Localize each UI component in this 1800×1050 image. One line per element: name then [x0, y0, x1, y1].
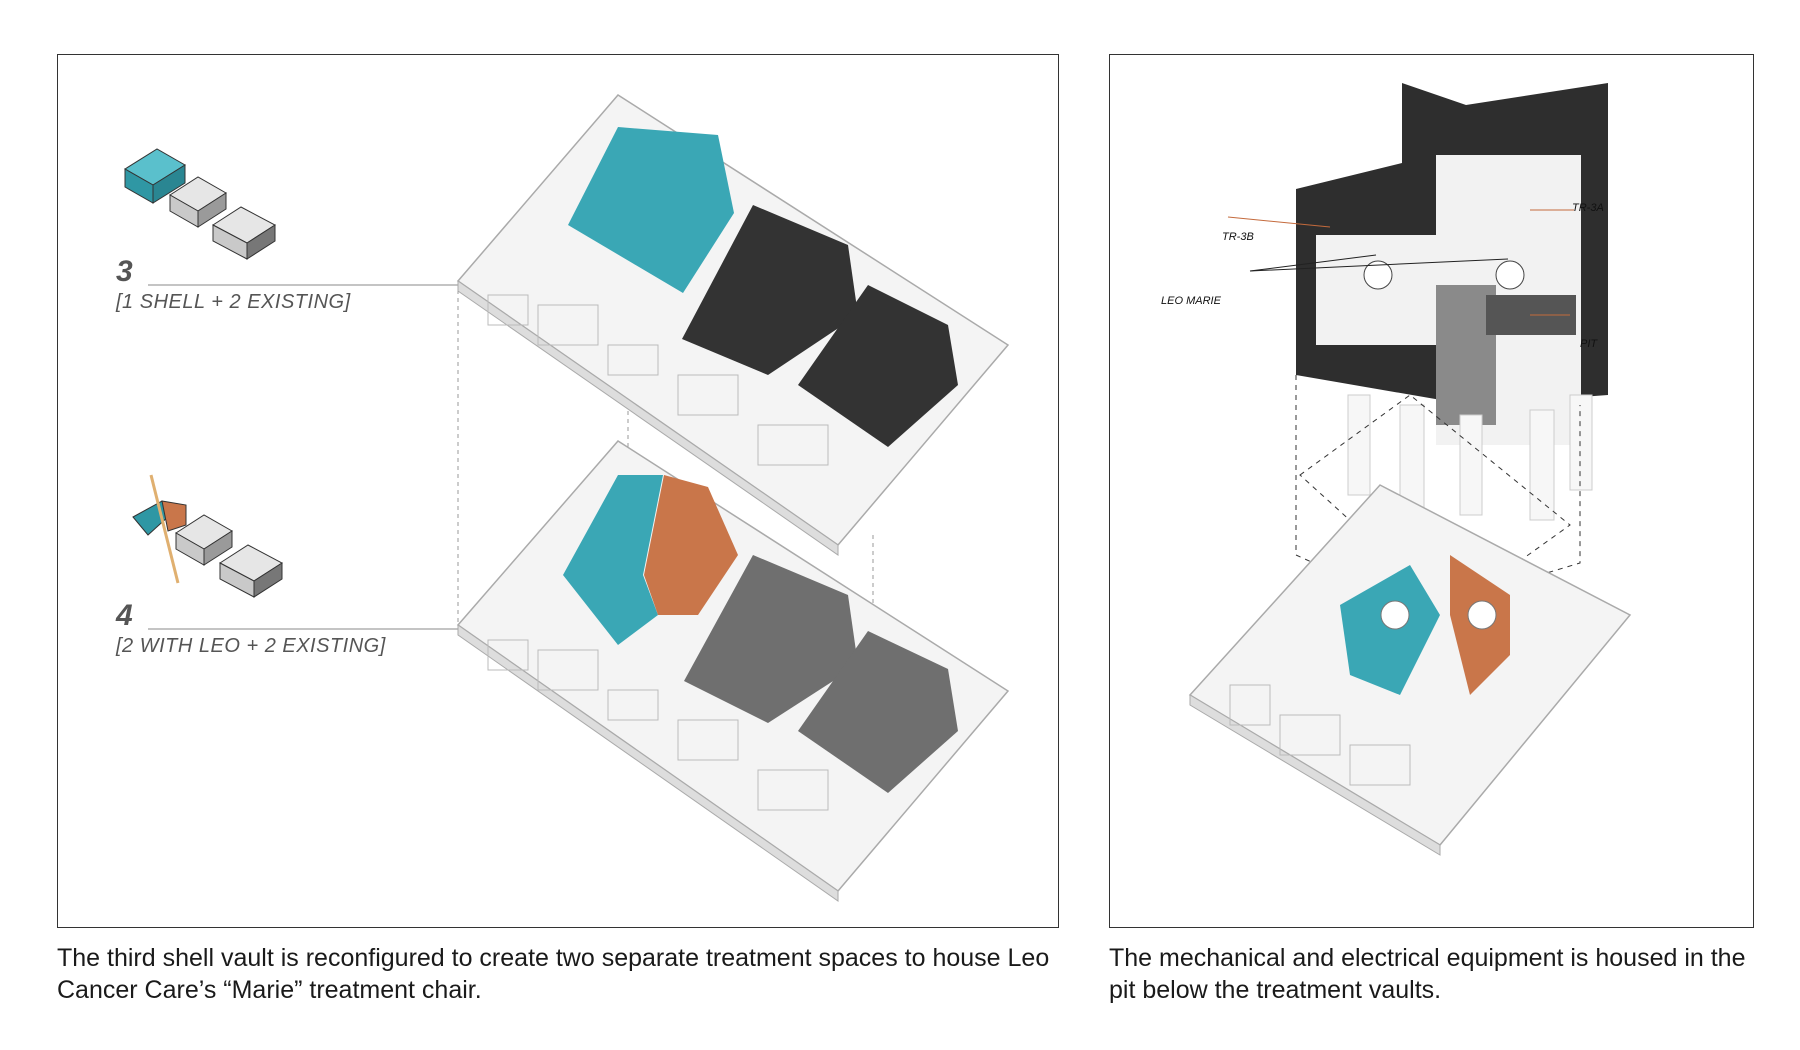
left-diagram-panel: 3 [1 SHELL + 2 EXISTING] 4 [2 WITH LEO +…	[57, 54, 1059, 928]
option-3-block-icon	[124, 148, 276, 260]
treatment-space-orange	[644, 475, 738, 615]
existing-vault-gray-1	[684, 555, 858, 723]
plan-option-4	[456, 440, 1010, 902]
option-4-block-icon	[132, 474, 283, 598]
plan-option-3	[456, 94, 1010, 556]
vault-plan	[1188, 484, 1632, 856]
label-tr-3b: TR-3B	[1222, 231, 1254, 243]
caption-left: The third shell vault is reconfigured to…	[57, 944, 1050, 1004]
plan-teal-space	[1340, 565, 1440, 695]
label-tr-3a: TR-3A	[1572, 202, 1604, 214]
plan-outline-dashed	[1295, 375, 1581, 612]
existing-vault-1	[682, 205, 858, 375]
option-3-number: 3	[116, 255, 133, 288]
caption-right: The mechanical and electrical equipment …	[1109, 944, 1746, 1004]
existing-vault-2	[798, 285, 958, 447]
label-pit: PIT	[1580, 338, 1598, 350]
shell-vault-teal	[568, 127, 734, 293]
vault-section	[1296, 83, 1608, 521]
leo-marie-leader-lines	[1249, 254, 1509, 272]
option-4-description: [2 WITH LEO + 2 EXISTING]	[116, 635, 386, 657]
existing-vault-gray-2	[798, 631, 958, 793]
treatment-space-teal	[563, 475, 663, 645]
label-leader-lines	[1227, 209, 1574, 316]
right-diagram-panel: TR-3A TR-3B LEO MARIE PIT	[1109, 54, 1754, 928]
option-4-number: 4	[116, 599, 133, 632]
vault-plans-drawing	[124, 94, 1010, 902]
option-3-description: [1 SHELL + 2 EXISTING]	[116, 291, 351, 313]
label-leo-marie: LEO MARIE	[1161, 295, 1221, 307]
section-and-plan-drawing	[1188, 83, 1632, 856]
